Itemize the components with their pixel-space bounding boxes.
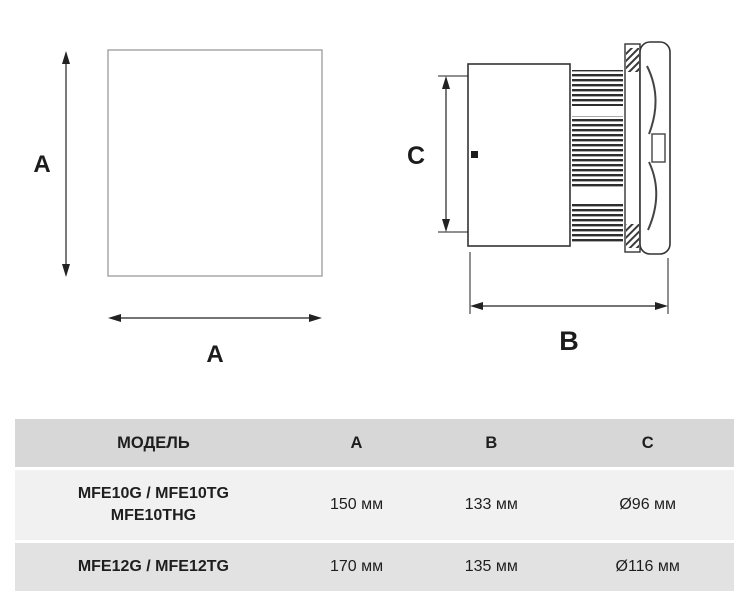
dimension-b-horizontal: B [469, 252, 669, 356]
table-row: MFE10G / MFE10TG MFE10THG 150 мм 133 мм … [15, 470, 734, 540]
table-header-row: МОДЕЛЬ A B C [15, 419, 734, 467]
dimension-label-a-height: A [33, 151, 50, 178]
fan-side-body [467, 41, 671, 255]
dimension-c-vertical: C [407, 75, 468, 233]
value-b: 135 мм [421, 543, 562, 591]
louver-slots-middle [572, 116, 623, 188]
value-c: Ø116 мм [561, 543, 734, 591]
front-panel-outline [107, 49, 323, 277]
header-a: A [291, 419, 422, 467]
arrow-up-icon [442, 76, 450, 89]
body-notch [471, 151, 478, 158]
dimensions-table: МОДЕЛЬ A B C MFE10G / MFE10TG MFE10THG 1… [15, 416, 734, 594]
side-view-drawing: C B [407, 41, 671, 356]
value-c: Ø96 мм [561, 470, 734, 540]
spec-table-wrap: МОДЕЛЬ A B C MFE10G / MFE10TG MFE10THG 1… [15, 416, 734, 594]
dimension-a-horizontal: A [108, 314, 322, 368]
arrow-left-icon [470, 302, 483, 310]
header-b: B [421, 419, 562, 467]
arrow-down-icon [62, 264, 70, 277]
front-view-drawing: A A [33, 49, 323, 368]
model-name-line1: MFE10G / MFE10TG [77, 485, 229, 503]
motor-hub [651, 133, 666, 163]
arrow-right-icon [309, 314, 322, 322]
dimension-label-a-width: A [206, 341, 223, 368]
arrow-up-icon [62, 51, 70, 64]
value-b: 133 мм [421, 470, 562, 540]
louver-slots-bottom [572, 202, 623, 242]
value-a: 150 мм [291, 470, 422, 540]
mounting-plate [624, 43, 641, 253]
technical-drawings: A A [33, 41, 671, 368]
header-model: МОДЕЛЬ [15, 419, 292, 467]
header-c: C [561, 419, 734, 467]
dimension-a-vertical: A [33, 51, 70, 277]
model-cell: MFE10G / MFE10TG MFE10THG [15, 470, 292, 540]
arrow-right-icon [655, 302, 668, 310]
arrow-down-icon [442, 219, 450, 232]
model-name-line2: MFE10THG [110, 507, 197, 524]
dimension-label-b: B [559, 326, 579, 356]
arrow-left-icon [108, 314, 121, 322]
front-cover [639, 41, 671, 255]
table-row: MFE12G / MFE12TG 170 мм 135 мм Ø116 мм [15, 543, 734, 591]
louver-slots-top [572, 70, 623, 106]
model-name-line1: MFE12G / MFE12TG [77, 558, 229, 576]
model-cell: MFE12G / MFE12TG [15, 543, 292, 591]
dimension-label-c: C [407, 142, 425, 170]
value-a: 170 мм [291, 543, 422, 591]
